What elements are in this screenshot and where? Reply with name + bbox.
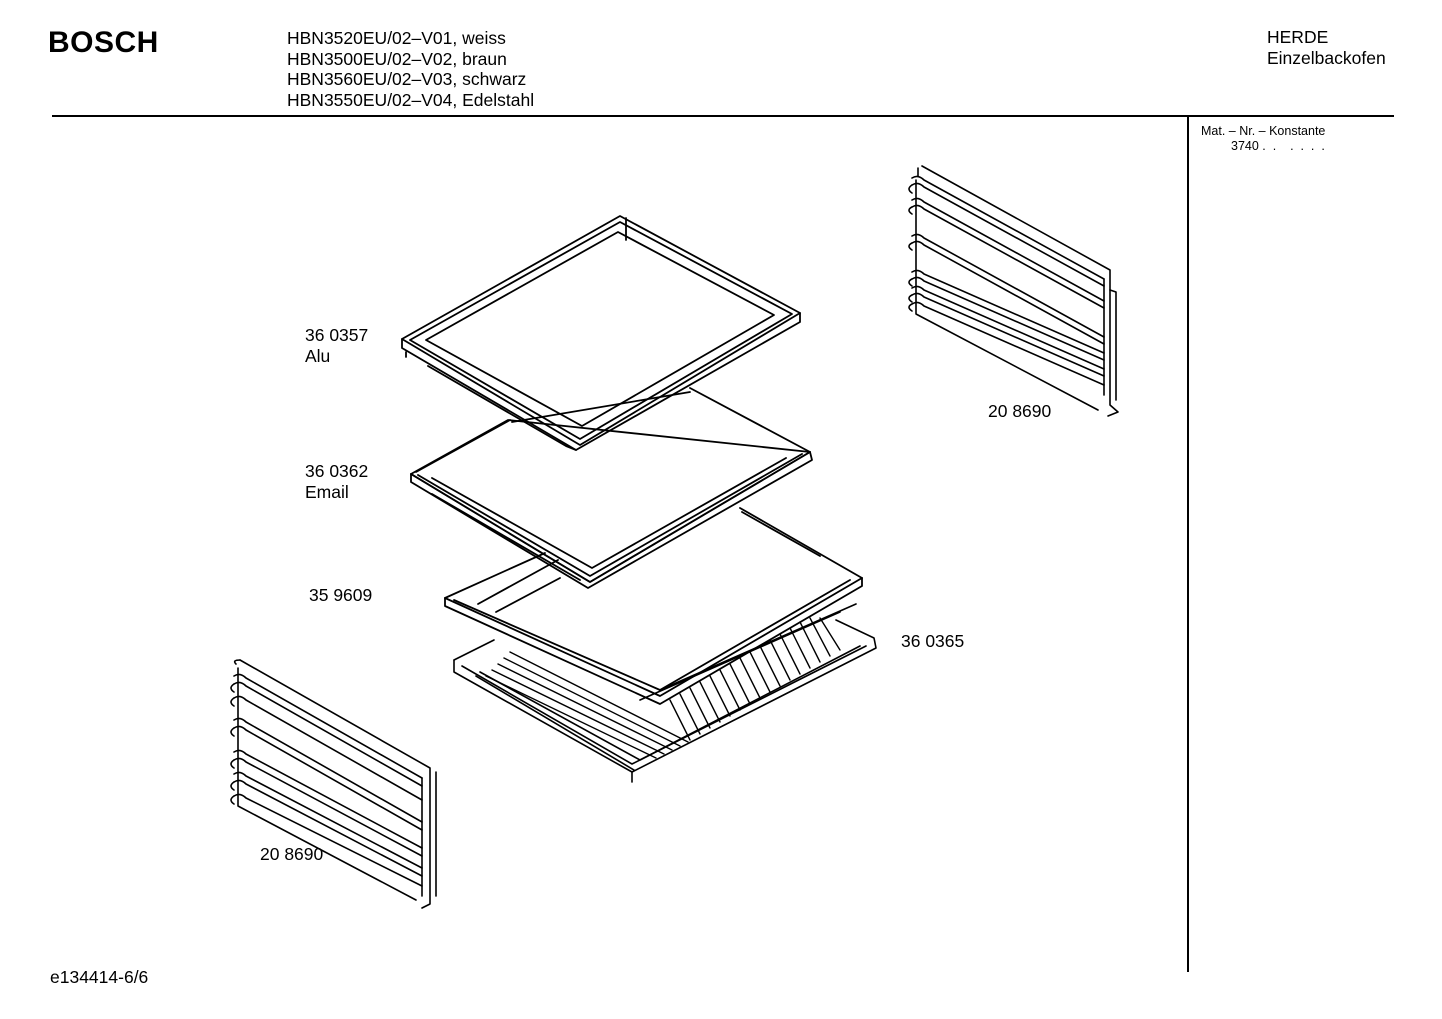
brand-logo: BOSCH [48,26,159,59]
mat-label: Mat. – Nr. – Konstante [1201,124,1326,138]
model-line: HBN3550EU/02–V04, Edelstahl [287,89,535,110]
side-rail-right [908,165,1119,417]
part-note-tray-alu: Alu [305,346,330,366]
header-divider [52,115,1394,117]
wire-grid-rack [453,603,877,783]
side-rail-left [230,659,437,909]
part-number-rail-right: 20 8690 [988,401,1052,421]
model-line: HBN3560EU/02–V03, schwarz [287,69,527,89]
part-number-tray-email: 36 0362 [305,461,368,481]
model-list: HBN3520EU/02–V01, weiss HBN3500EU/02–V02… [287,28,534,110]
product-category: HERDE Einzelbackofen [1267,27,1386,68]
model-line: HBN3520EU/02–V01, weiss [287,28,506,48]
baking-tray-email [410,387,813,589]
baking-tray-alu [401,215,801,451]
document-id: e134414-6/6 [50,967,149,987]
model-line: HBN3500EU/02–V02, braun [287,48,507,69]
part-note-tray-email: Email [305,482,349,502]
category-line: Einzelbackofen [1267,47,1386,68]
material-number-panel: Mat. – Nr. – Konstante 3740 . . . . . . [1201,124,1325,154]
part-number-tray-alu: 36 0357 [305,325,368,345]
category-line: HERDE [1267,27,1329,47]
part-number-rail-left: 20 8690 [260,844,324,864]
part-number-flat-sheet: 35 9609 [309,585,372,605]
part-number-grid-rack: 36 0365 [901,631,964,651]
mat-value: 3740 . . . . . . [1231,139,1325,153]
sidebar-divider [1187,117,1189,972]
